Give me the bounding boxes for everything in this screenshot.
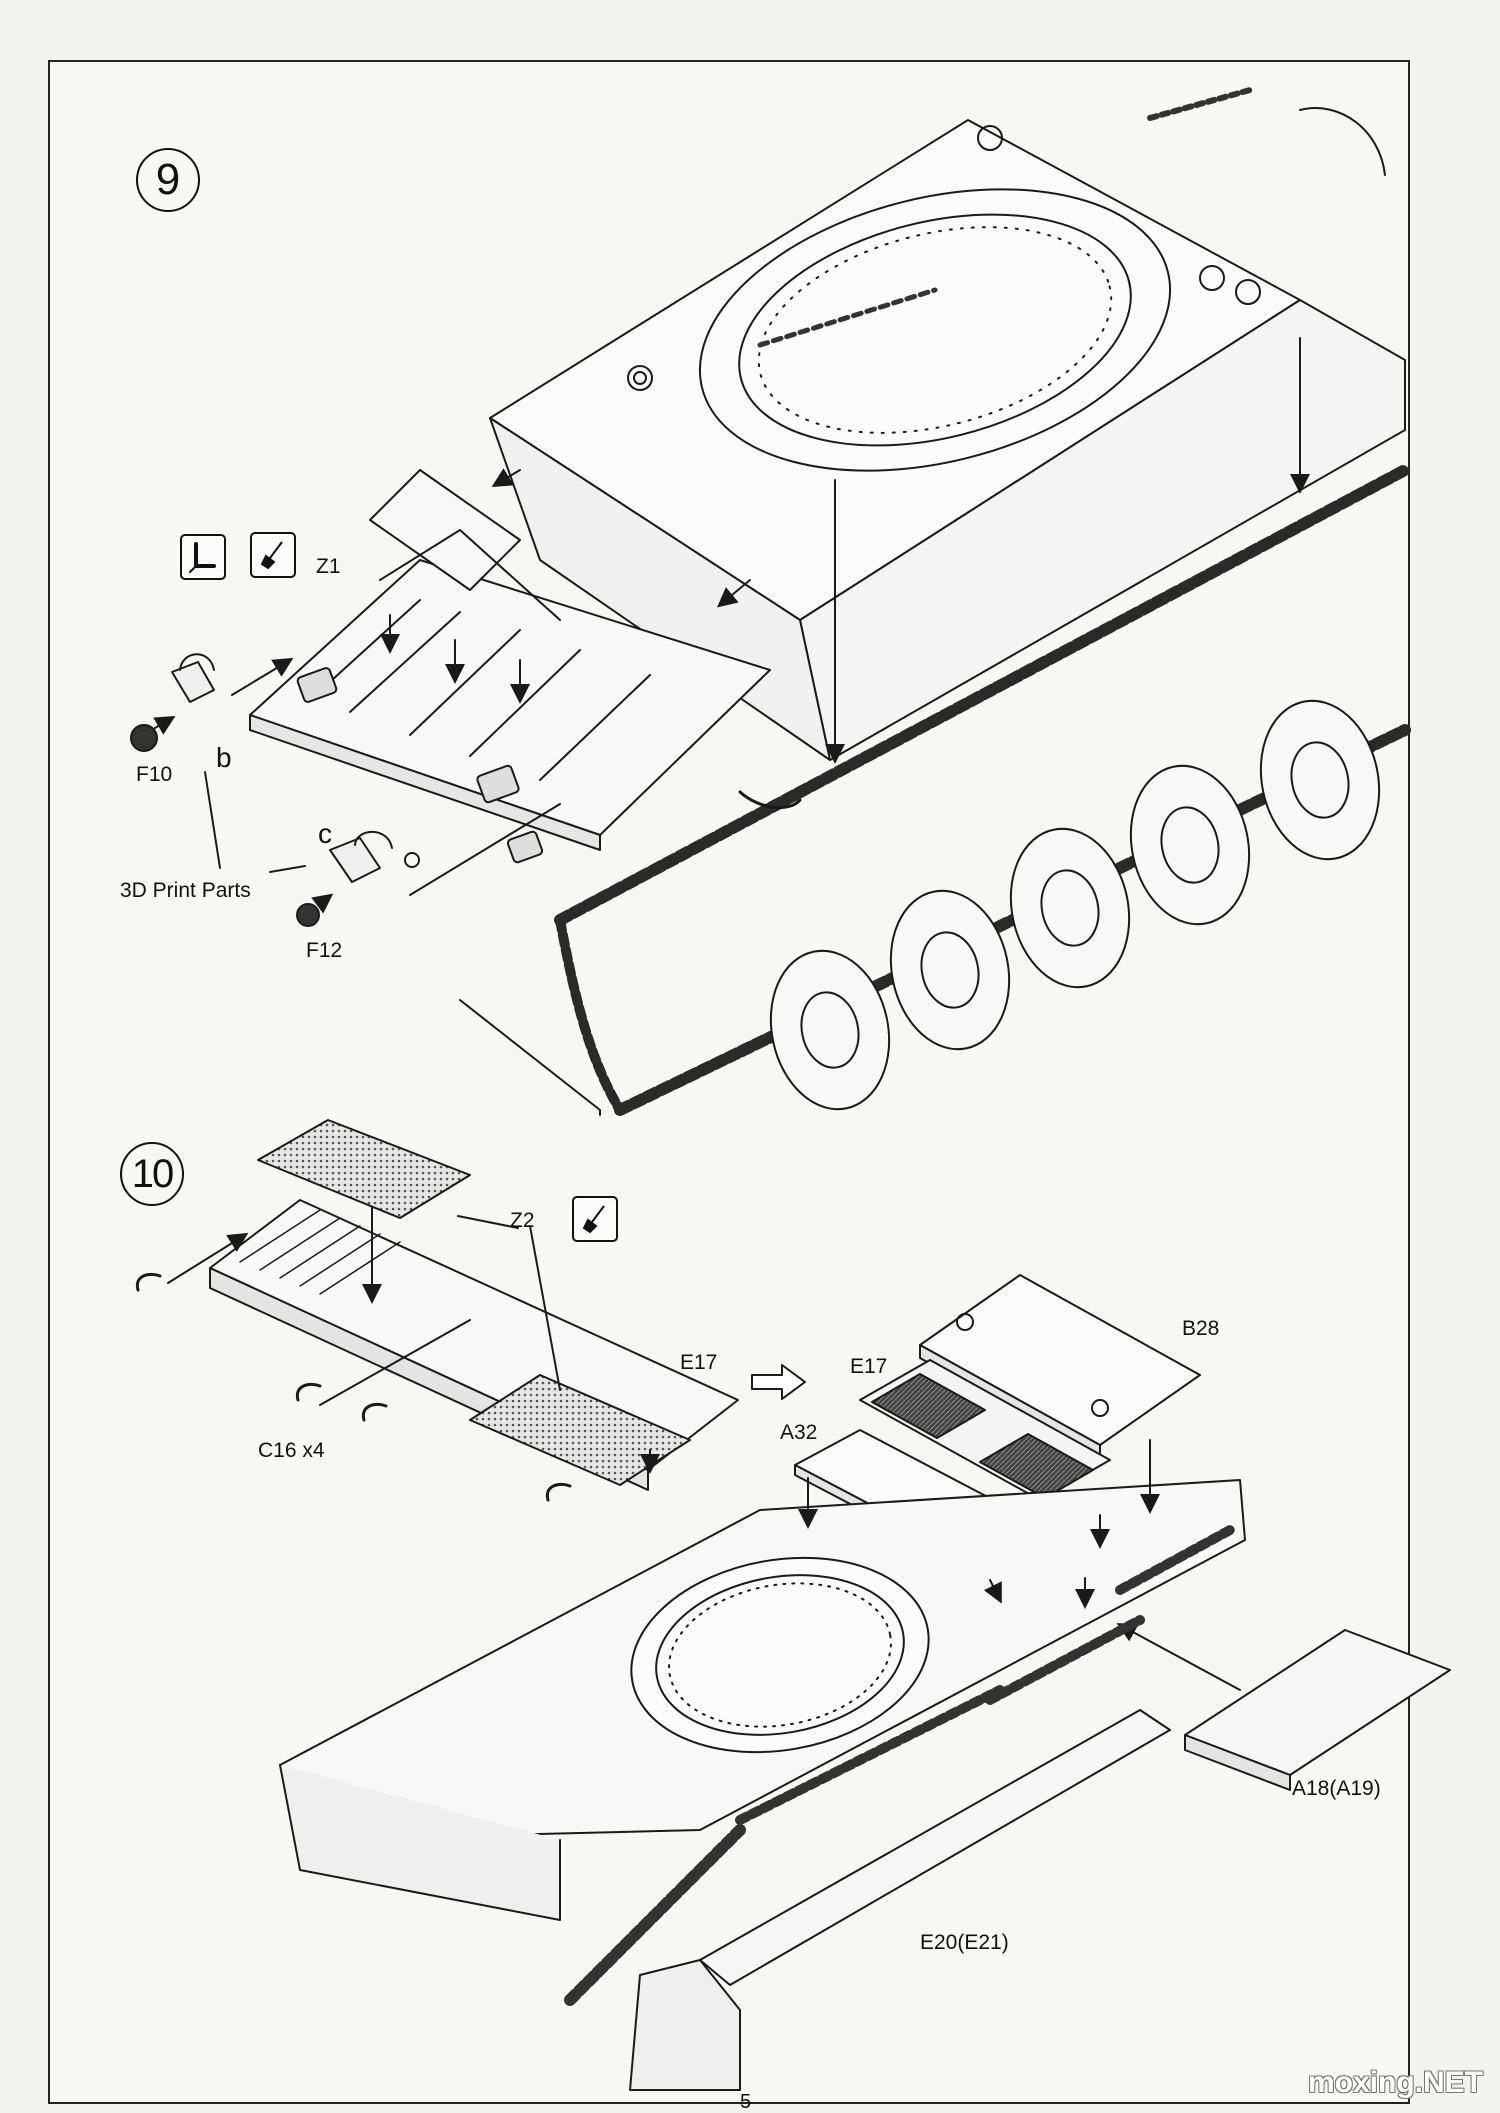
page-number: 5	[740, 2091, 752, 2113]
print-parts-leaders	[204, 771, 306, 873]
label-b: b	[216, 742, 232, 773]
label-z2: Z2	[510, 1209, 535, 1232]
step10-hull	[279, 1439, 1246, 2006]
part-f10	[130, 715, 176, 752]
step-9-badge: 9	[136, 148, 200, 212]
part-a18	[1184, 1629, 1451, 1791]
part-c	[329, 831, 420, 883]
part-b	[171, 653, 294, 703]
step-9-number: 9	[155, 155, 181, 204]
step-10-badge: 10	[120, 1142, 184, 1206]
label-e17-left: E17	[680, 1351, 718, 1374]
label-b28: B28	[1182, 1317, 1220, 1340]
label-a18: A18(A19)	[1292, 1777, 1381, 1800]
paint-brush-icon	[572, 1196, 618, 1242]
part-e17-grilles	[859, 1359, 1111, 1501]
label-e20: E20(E21)	[920, 1931, 1009, 1954]
paint-brush-icon	[250, 532, 296, 578]
step10-engine-deck	[135, 1199, 739, 1502]
step10-transfer-arrow	[751, 1364, 806, 1400]
label-z1: Z1	[316, 555, 341, 578]
cement-icon	[180, 534, 226, 580]
label-e17-right: E17	[850, 1355, 888, 1378]
step9-hull	[489, 87, 1406, 764]
part-e20	[629, 1709, 1171, 2091]
watermark: moxing.NET	[1308, 2066, 1484, 2099]
step-10-number: 10	[131, 1151, 174, 1196]
part-f12	[296, 893, 334, 927]
label-a32: A32	[780, 1421, 818, 1444]
step9-running-gear	[459, 464, 1411, 1116]
label-c: c	[318, 818, 332, 849]
label-c16: C16 x4	[258, 1439, 325, 1462]
label-3d-print-parts: 3D Print Parts	[120, 879, 251, 902]
step9-plate-z1	[249, 469, 771, 896]
label-f12: F12	[306, 939, 343, 962]
z2-mesh-large	[257, 1119, 471, 1219]
label-f10: F10	[136, 763, 173, 786]
